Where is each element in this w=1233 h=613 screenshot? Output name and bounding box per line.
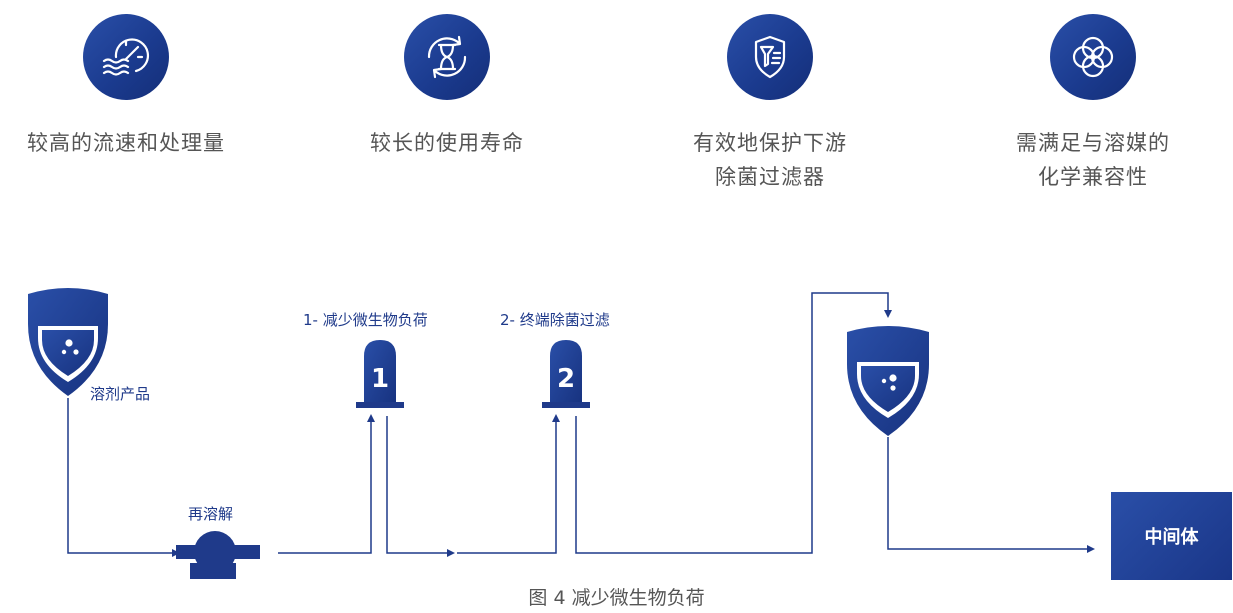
flow-filter2-to-vessel bbox=[575, 292, 892, 554]
source-vessel-icon bbox=[28, 288, 108, 396]
output-intermediate-box: 中间体 bbox=[1111, 492, 1232, 580]
output-label: 中间体 bbox=[1144, 527, 1199, 548]
overlapping-circles-icon bbox=[1050, 14, 1136, 100]
source-label: 溶剂产品 bbox=[90, 385, 151, 403]
pump-icon bbox=[176, 531, 260, 579]
flow-filter1-out bbox=[386, 416, 455, 557]
feature-chemical-compatibility: 需满足与溶媒的 化学兼容性 bbox=[943, 14, 1233, 194]
gauge-icon bbox=[83, 14, 169, 100]
filter2-icon bbox=[542, 340, 590, 408]
filter2-number: 2 bbox=[556, 364, 576, 394]
hourglass-icon bbox=[404, 14, 490, 100]
flow-to-filter2 bbox=[457, 414, 560, 554]
feature-label: 较长的使用寿命 bbox=[370, 131, 524, 155]
feature-label: 较高的流速和处理量 bbox=[27, 131, 225, 155]
flow-pump-to-filter1 bbox=[278, 414, 375, 554]
feature-service-life: 较长的使用寿命 bbox=[297, 14, 597, 160]
feature-label: 有效地保护下游 除菌过滤器 bbox=[693, 131, 847, 189]
pump-label: 再溶解 bbox=[188, 505, 234, 523]
feature-protect-filters: 有效地保护下游 除菌过滤器 bbox=[620, 14, 920, 194]
filter-shield-icon bbox=[727, 14, 813, 100]
flow-vessel-to-output bbox=[887, 437, 1095, 553]
feature-flow-rate: 较高的流速和处理量 bbox=[0, 14, 276, 160]
flow-lines bbox=[67, 292, 1095, 557]
feature-label: 需满足与溶媒的 化学兼容性 bbox=[1016, 131, 1170, 189]
filter1-label: 1- 减少微生物负荷 bbox=[303, 311, 428, 329]
figure-caption: 图 4 减少微生物负荷 bbox=[528, 587, 705, 609]
flow-source-to-pump bbox=[67, 398, 180, 557]
filter1-icon bbox=[356, 340, 404, 408]
filter1-number: 1 bbox=[370, 364, 390, 394]
filter2-label: 2- 终端除菌过滤 bbox=[500, 311, 610, 329]
intermediate-vessel-icon bbox=[847, 326, 929, 436]
